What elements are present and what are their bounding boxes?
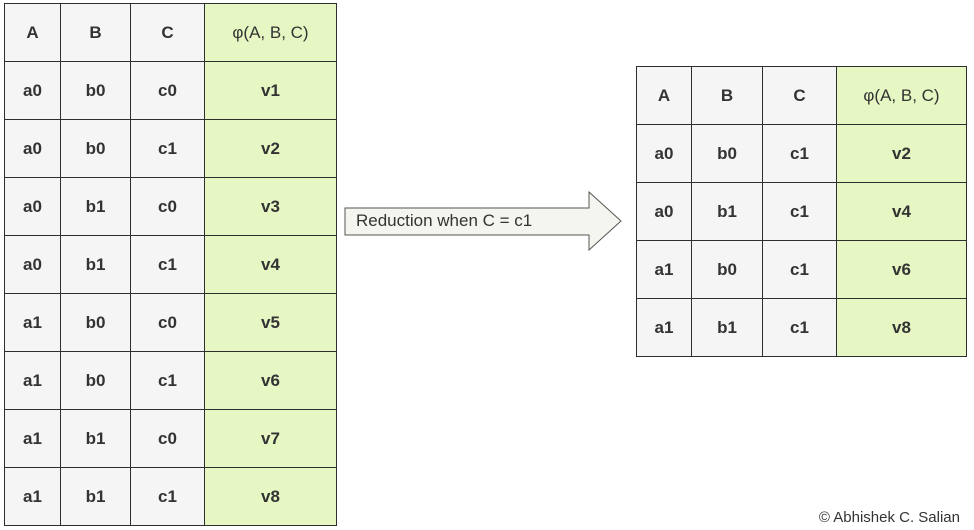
cell-a: a1 <box>636 298 692 357</box>
cell-b: b0 <box>60 119 131 178</box>
cell-a: a1 <box>4 409 61 468</box>
cell-b: b1 <box>60 467 131 526</box>
cell-c: c0 <box>130 177 205 236</box>
cell-a: a1 <box>636 240 692 299</box>
cell-value: v6 <box>204 351 337 410</box>
cell-a: a0 <box>4 119 61 178</box>
header-phi: φ(A, B, C) <box>836 66 967 125</box>
cell-a: a0 <box>4 177 61 236</box>
cell-c: c1 <box>130 467 205 526</box>
cell-c: c0 <box>130 293 205 352</box>
cell-c: c1 <box>762 298 837 357</box>
cell-c: c1 <box>130 351 205 410</box>
cell-value: v2 <box>204 119 337 178</box>
cell-value: v4 <box>836 182 967 241</box>
cell-c: c0 <box>130 409 205 468</box>
cell-c: c1 <box>762 240 837 299</box>
cell-value: v5 <box>204 293 337 352</box>
cell-value: v2 <box>836 124 967 183</box>
cell-a: a1 <box>4 467 61 526</box>
cell-a: a1 <box>4 351 61 410</box>
cell-value: v8 <box>836 298 967 357</box>
header-b: B <box>691 66 763 125</box>
cell-value: v1 <box>204 61 337 120</box>
cell-a: a0 <box>4 61 61 120</box>
cell-b: b0 <box>60 351 131 410</box>
reduction-label: Reduction when C = c1 <box>356 211 533 230</box>
cell-b: b1 <box>60 409 131 468</box>
header-c: C <box>762 66 837 125</box>
copyright-credit: © Abhishek C. Salian <box>818 509 960 526</box>
cell-c: c1 <box>130 235 205 294</box>
table-header-row: A B C φ(A, B, C) <box>636 66 967 125</box>
cell-a: a0 <box>636 182 692 241</box>
cell-b: b1 <box>691 182 763 241</box>
cell-a: a0 <box>4 235 61 294</box>
cell-b: b1 <box>60 177 131 236</box>
cell-c: c1 <box>130 119 205 178</box>
cell-value: v8 <box>204 467 337 526</box>
cell-value: v4 <box>204 235 337 294</box>
cell-a: a0 <box>636 124 692 183</box>
cell-value: v3 <box>204 177 337 236</box>
header-phi: φ(A, B, C) <box>204 3 337 62</box>
cell-b: b0 <box>60 61 131 120</box>
header-a: A <box>636 66 692 125</box>
cell-b: b1 <box>691 298 763 357</box>
cell-b: b1 <box>60 235 131 294</box>
cell-value: v7 <box>204 409 337 468</box>
header-c: C <box>130 3 205 62</box>
cell-b: b0 <box>60 293 131 352</box>
cell-c: c1 <box>762 182 837 241</box>
reduction-arrow <box>344 191 622 251</box>
cell-b: b0 <box>691 240 763 299</box>
table-header-row: A B C φ(A, B, C) <box>4 3 337 62</box>
cell-c: c0 <box>130 61 205 120</box>
cell-a: a1 <box>4 293 61 352</box>
cell-value: v6 <box>836 240 967 299</box>
cell-c: c1 <box>762 124 837 183</box>
header-a: A <box>4 3 61 62</box>
cell-b: b0 <box>691 124 763 183</box>
header-b: B <box>60 3 131 62</box>
